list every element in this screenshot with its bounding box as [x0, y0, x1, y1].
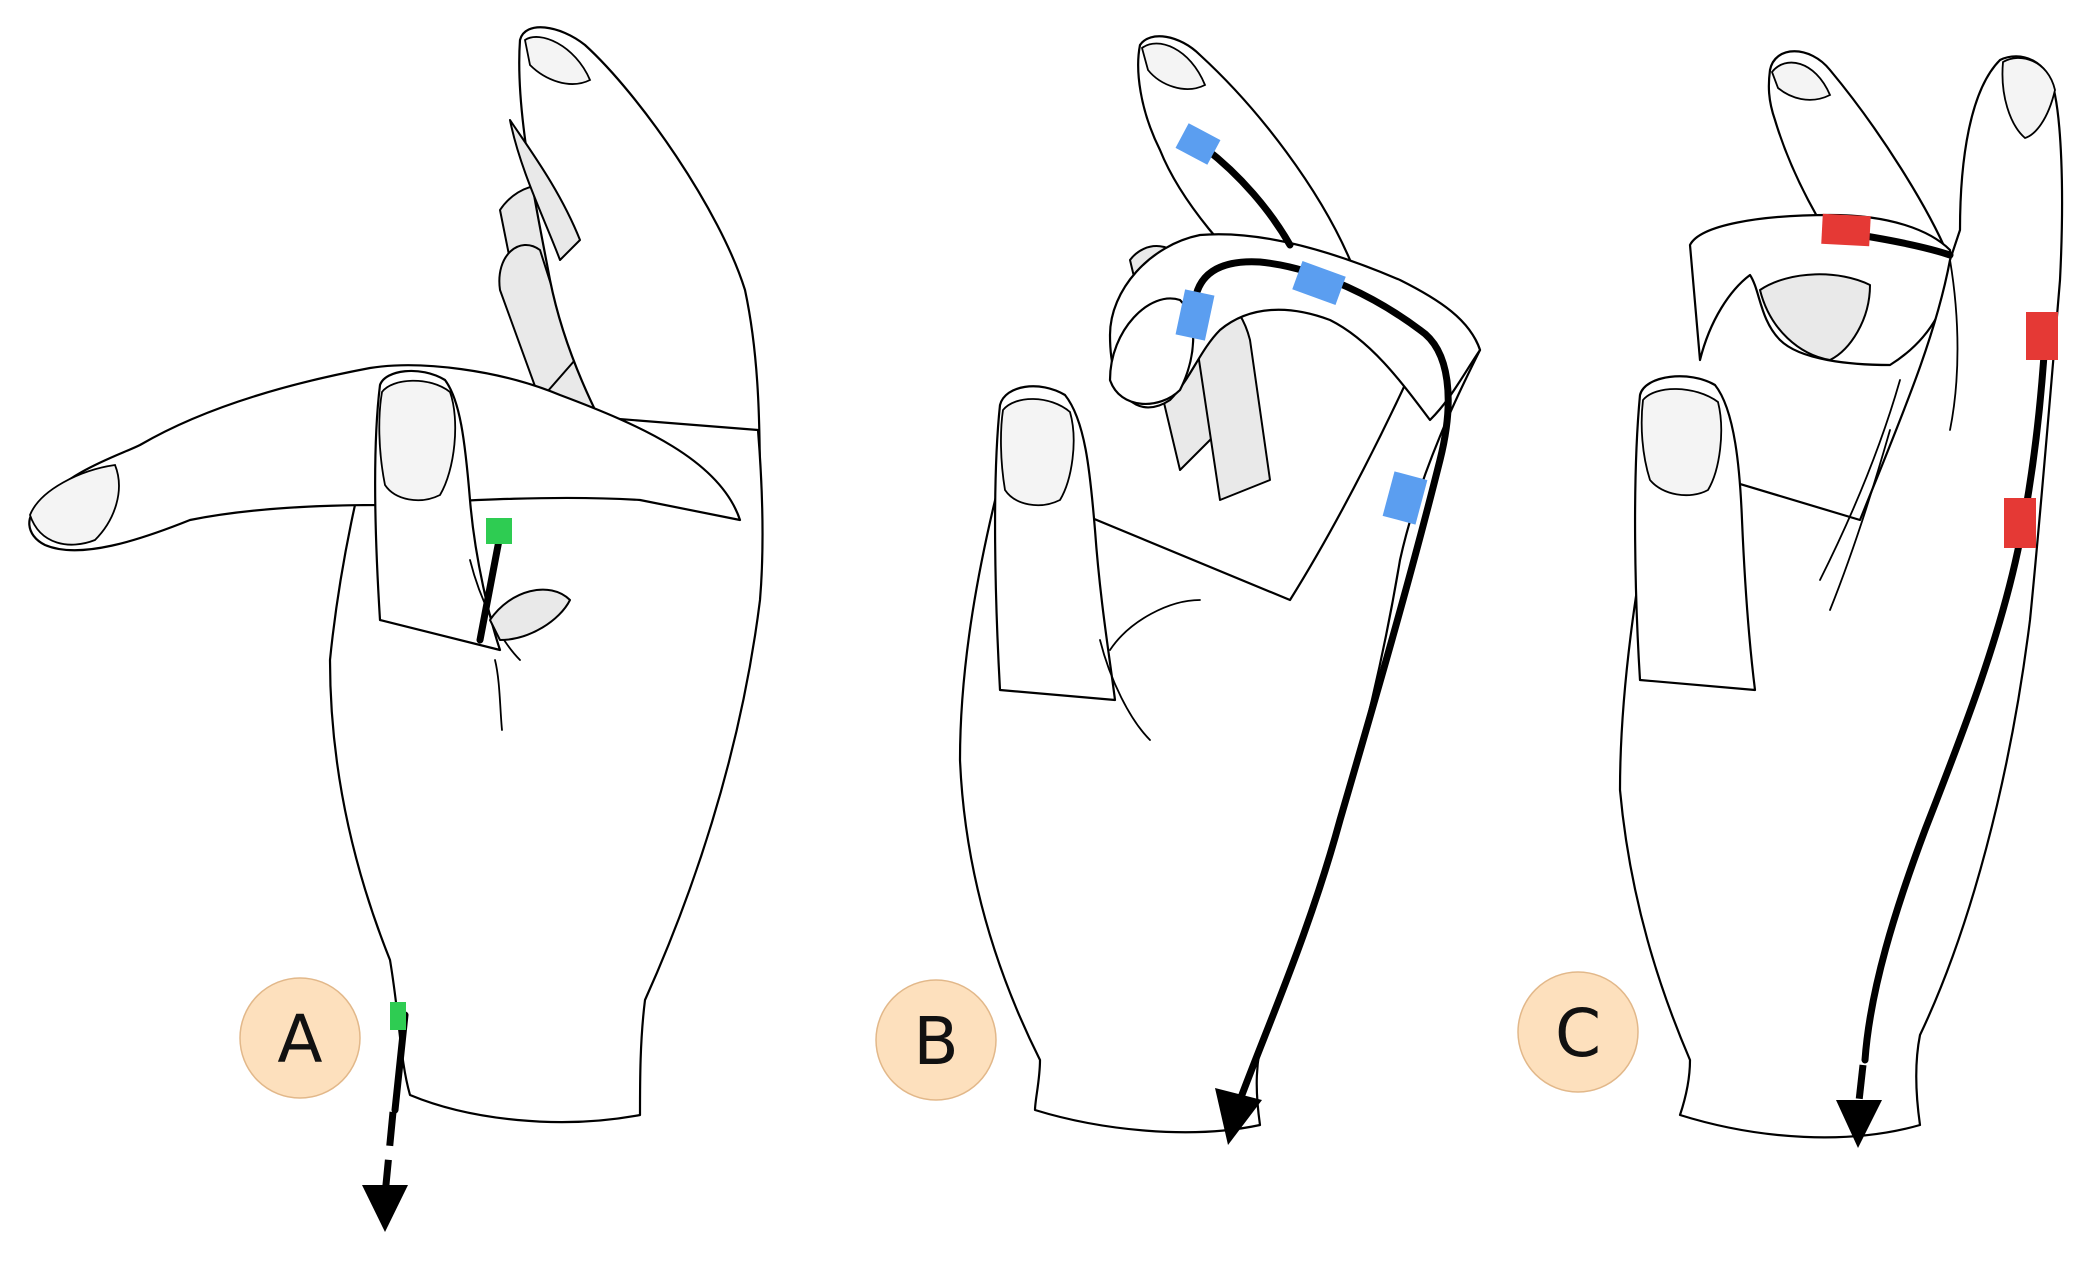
- tendon-c: [1836, 228, 2049, 1148]
- tendon-b: [1191, 144, 1452, 1145]
- sensor-marker: [2026, 312, 2058, 360]
- hand-b: [958, 35, 1482, 1134]
- sensor-marker: [1382, 471, 1428, 525]
- sensor-marker: [1292, 261, 1346, 305]
- markers-c: [1821, 213, 2058, 548]
- sensor-marker: [1175, 123, 1221, 165]
- panel-a: A: [28, 26, 764, 1232]
- sensor-marker: [390, 1002, 406, 1030]
- panel-label-a: A: [277, 1001, 322, 1078]
- badge-b: B: [875, 979, 997, 1101]
- sensor-marker: [486, 518, 512, 544]
- panel-b: B: [875, 35, 1482, 1145]
- badge-a: A: [239, 977, 361, 1099]
- sensor-marker: [1821, 213, 1871, 247]
- tendon-a: [362, 531, 504, 1232]
- hand-a: [28, 26, 764, 1124]
- hand-c: [1618, 50, 2064, 1139]
- panel-c: C: [1517, 50, 2064, 1148]
- badge-c: C: [1517, 971, 1639, 1093]
- panel-label-c: C: [1555, 995, 1601, 1072]
- sensor-marker: [2004, 498, 2036, 548]
- panel-label-b: B: [913, 1003, 958, 1080]
- markers-b: [1175, 123, 1428, 525]
- markers-a: [390, 518, 512, 1030]
- sensor-marker: [1175, 289, 1215, 341]
